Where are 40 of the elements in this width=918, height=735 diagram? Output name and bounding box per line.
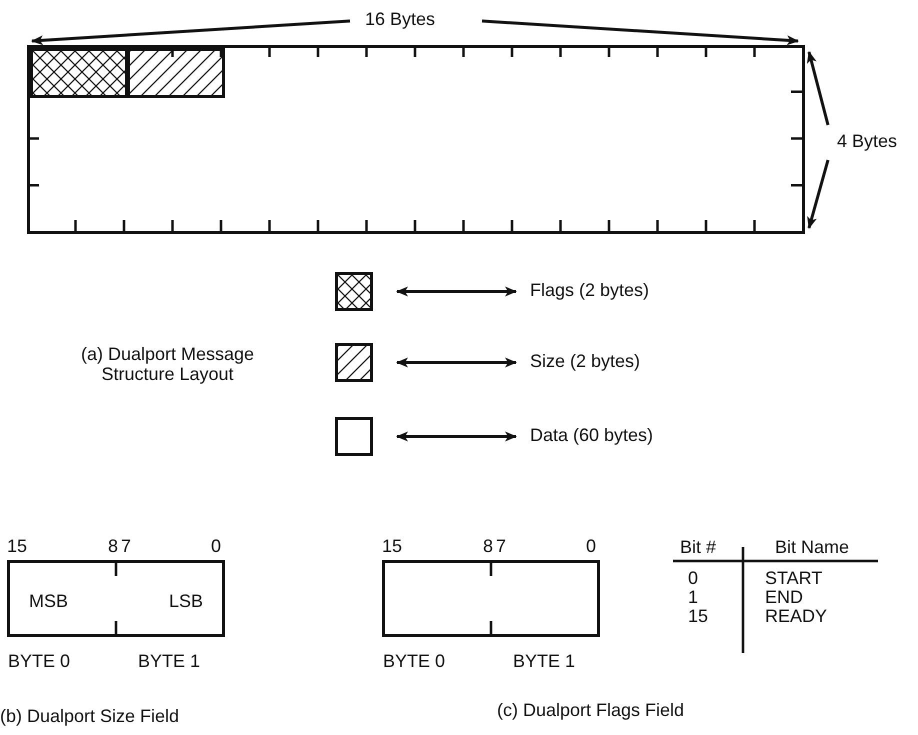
table-cell: READY (765, 607, 828, 625)
table-cell: 1 (688, 588, 698, 606)
figure-caption: (b) Dualport Size Field (0, 707, 180, 725)
byte-label: BYTE 1 (138, 652, 200, 670)
size-cell (127, 48, 225, 98)
byte-label: BYTE 0 (8, 652, 70, 670)
msb-label: MSB (29, 592, 68, 610)
double-arrow (396, 358, 517, 368)
register-field (382, 560, 600, 637)
bit-number: 15 (7, 537, 28, 555)
bit-number: 8 (483, 537, 494, 555)
bit-number: 0 (586, 537, 596, 555)
byte-label: BYTE 0 (383, 652, 446, 670)
bit-number: 8 (108, 537, 118, 555)
bit-number: 7 (121, 537, 132, 555)
register-field (7, 560, 225, 637)
dimension-label: 4 Bytes (837, 132, 898, 150)
figure-caption: (a) Dualport Message Structure Layout (80, 345, 256, 385)
byte-label: BYTE 1 (513, 652, 576, 670)
legend-swatch (335, 417, 373, 456)
flags-cell (30, 48, 128, 98)
legend-swatch (335, 343, 373, 382)
legend-text: Size (2 bytes) (530, 352, 640, 370)
legend-text: Flags (2 bytes) (530, 281, 650, 299)
double-arrow (396, 432, 517, 442)
table-header: Bit # (680, 538, 716, 556)
figure-caption: (c) Dualport Flags Field (497, 701, 684, 719)
bit-number: 15 (382, 537, 402, 555)
table-cell: START (765, 569, 822, 587)
table-cell: END (765, 588, 804, 606)
dimension-label: 16 Bytes (365, 10, 436, 28)
lsb-label: LSB (168, 592, 203, 610)
legend-text: Data (60 bytes) (530, 426, 654, 444)
legend-swatch (335, 272, 373, 311)
double-arrow (396, 286, 517, 296)
table-header: Bit Name (775, 538, 850, 556)
bit-number: 0 (211, 537, 222, 555)
bit-number: 7 (496, 537, 506, 555)
table-cell: 15 (688, 607, 708, 625)
table-cell: 0 (688, 569, 698, 587)
